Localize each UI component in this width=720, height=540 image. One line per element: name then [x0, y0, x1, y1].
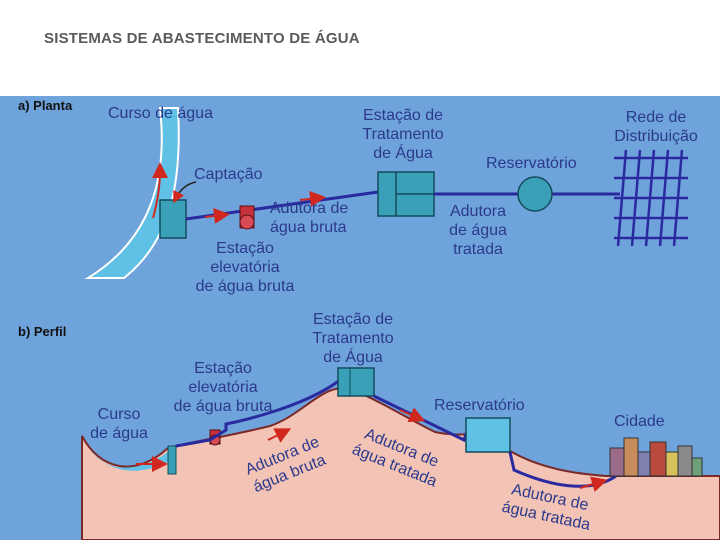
profile-reservoir — [465, 417, 511, 453]
profile-river-water — [90, 450, 168, 471]
profile-city-buildings — [609, 437, 703, 477]
plan-treatment-station — [377, 171, 435, 217]
plan-network-label: Rede de Distribuição — [606, 108, 706, 146]
plan-intake-label: Captação — [194, 166, 263, 183]
plan-treated-main-line: Adutora — [449, 203, 507, 220]
profile-heading: b) Perfil — [18, 324, 67, 339]
plan-treated-main-label: Adutora de água tratada — [442, 202, 514, 259]
profile-river-line: de água — [90, 425, 148, 442]
plan-raw-main-label: Adutora de água bruta — [270, 199, 348, 237]
plan-reservoir — [517, 176, 553, 212]
profile-pump-line: Estação — [194, 360, 252, 377]
profile-treatment-line: Tratamento — [312, 330, 394, 347]
plan-treatment-line: Estação de — [362, 107, 444, 124]
profile-treated-arrow-b — [579, 476, 608, 492]
plan-heading: a) Planta — [18, 98, 73, 113]
profile-pump-line: elevatória — [188, 379, 258, 396]
profile-reservoir-label: Reservatório — [434, 397, 525, 414]
profile-river-line: Curso — [97, 406, 141, 423]
plan-river-label: Curso de água — [108, 105, 213, 122]
plan-treatment-line: Tratamento — [362, 126, 444, 143]
profile-treatment-label: Estação de Tratamento de Água — [306, 310, 400, 367]
plan-pump-icon — [239, 205, 255, 230]
plan-distribution-grid — [614, 149, 688, 247]
plan-intake-pointer — [173, 181, 197, 204]
plan-intake-box — [159, 199, 187, 239]
plan-pump-station-line: elevatória — [210, 259, 280, 276]
profile-treatment-line: Estação de — [312, 311, 394, 328]
profile-treatment-line: de Água — [323, 349, 383, 366]
plan-river-flow-arrow — [151, 162, 168, 219]
profile-raw-pipe — [175, 378, 341, 448]
profile-pump-label: Estação elevatória de água bruta — [168, 359, 278, 416]
plan-treated-main-line: tratada — [453, 241, 503, 258]
plan-treatment-label: Estação de Tratamento de Água — [356, 106, 450, 163]
plan-network-line: Rede de — [625, 109, 687, 126]
profile-raw-arrow — [267, 428, 292, 443]
plan-pump-station-line: de água bruta — [195, 278, 295, 295]
slide-title: SISTEMAS DE ABASTECIMENTO DE ÁGUA — [44, 30, 360, 47]
profile-treated-arrow-a — [399, 407, 426, 423]
plan-network-line: Distribuição — [614, 128, 698, 145]
plan-raw-main-line: Adutora de — [270, 200, 349, 217]
plan-raw-flow-arrow-1 — [204, 207, 230, 224]
plan-reservoir-label: Reservatório — [486, 155, 577, 172]
plan-pump-station-label: Estação elevatória de água bruta — [190, 239, 300, 296]
plan-treated-main-line: de água — [449, 222, 507, 239]
plan-river — [84, 107, 180, 279]
profile-city-label: Cidade — [614, 413, 665, 430]
plan-treatment-line: de Água — [373, 145, 433, 162]
profile-river-label: Curso de água — [86, 405, 152, 443]
profile-pump-line: de água bruta — [173, 398, 273, 415]
plan-raw-flow-arrow-2 — [299, 190, 326, 207]
plan-pump-station-line: Estação — [216, 240, 274, 257]
profile-treatment-station — [337, 367, 375, 397]
profile-intake-well — [167, 445, 177, 475]
plan-raw-main-line: água bruta — [270, 219, 347, 236]
